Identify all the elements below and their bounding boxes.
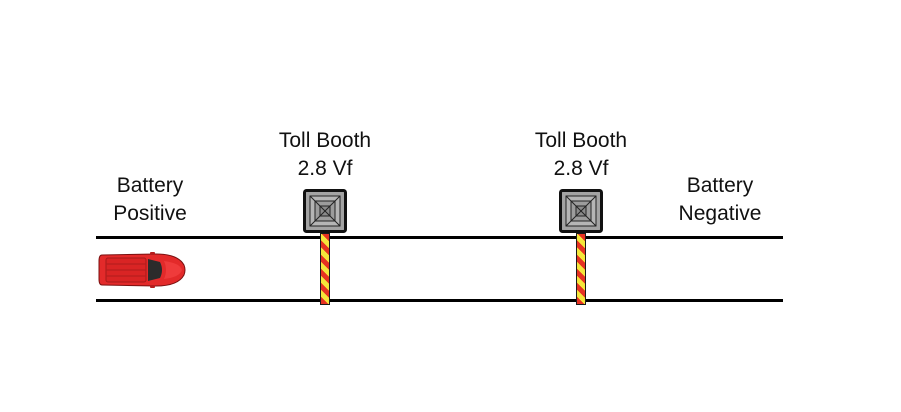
battery-negative-line2: Negative [678,202,762,225]
road-top-line [96,236,783,239]
barrier-pole-icon [576,233,586,305]
toll-booth-icon [559,189,603,233]
road-bottom-line [96,299,783,302]
battery-negative-line1: Battery [686,174,754,197]
toll-booth-2-voltage: 2.8 Vf [553,157,609,180]
toll-booth-icon [303,189,347,233]
barrier-pole-icon [320,233,330,305]
toll-booth-1-label: Toll Booth 2.8 Vf [255,127,395,183]
battery-positive-line1: Battery [116,174,184,197]
toll-booth-2-title: Toll Booth [534,129,628,152]
toll-booth-2-label: Toll Booth 2.8 Vf [511,127,651,183]
battery-positive-line2: Positive [113,202,187,225]
toll-booth-1-voltage: 2.8 Vf [297,157,353,180]
car-icon [98,252,186,288]
battery-positive-label: Battery Positive [98,172,202,228]
toll-booth-1-title: Toll Booth [278,129,372,152]
battery-negative-label: Battery Negative [664,172,776,228]
